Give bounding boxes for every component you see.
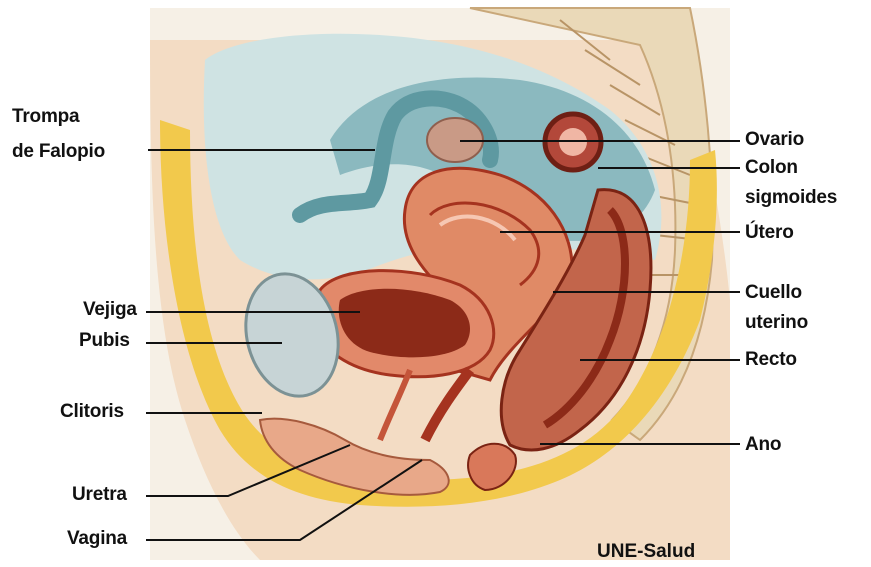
label-cuello-line1: Cuello	[745, 282, 808, 303]
label-trompa-line2: de Falopio	[12, 141, 105, 162]
label-colon-line1: Colon	[745, 157, 837, 178]
label-ano: Ano	[745, 434, 781, 455]
label-recto: Recto	[745, 349, 797, 370]
label-pubis: Pubis	[79, 330, 130, 351]
label-vagina: Vagina	[67, 528, 127, 549]
label-trompa-de-falopio: Trompa de Falopio	[12, 106, 105, 162]
credit-watermark: UNE-Salud	[597, 541, 695, 563]
label-ovario: Ovario	[745, 129, 804, 150]
label-colon-line2: sigmoides	[745, 187, 837, 208]
label-cuello-line2: uterino	[745, 312, 808, 333]
label-clitoris: Clitoris	[60, 401, 124, 422]
label-cuello-uterino: Cuello uterino	[745, 282, 808, 333]
label-utero: Útero	[745, 222, 794, 243]
label-colon-sigmoides: Colon sigmoides	[745, 157, 837, 208]
label-trompa-line1: Trompa	[12, 106, 105, 127]
label-uretra: Uretra	[72, 484, 127, 505]
label-vejiga: Vejiga	[83, 299, 137, 320]
